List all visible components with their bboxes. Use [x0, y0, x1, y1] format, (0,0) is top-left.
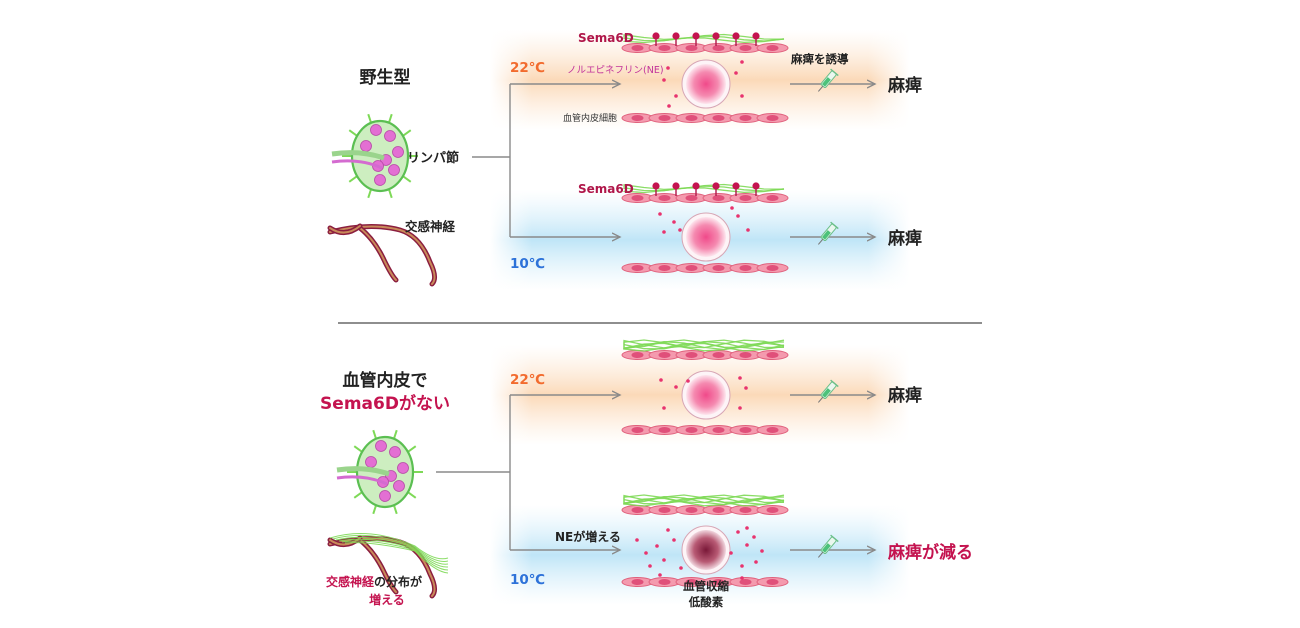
- induce-paralysis-label: 麻痺を誘導: [790, 52, 849, 66]
- sympathetic-nerve-bottom-illustration: [327, 533, 449, 599]
- vasoconstriction-label: 血管収縮: [683, 579, 729, 593]
- ne-increase-label: NEが増える: [555, 529, 621, 544]
- wildtype-label: 野生型: [360, 67, 411, 88]
- temp-cold-bottom: 10℃: [510, 572, 545, 588]
- outcome-bottom-cold: 麻痺が減る: [887, 542, 973, 563]
- lymph-node-label: リンパ節: [407, 150, 459, 166]
- outcome-arrows: [790, 84, 875, 550]
- branch-arrows-top: [472, 84, 620, 237]
- sympathetic-nerve-label: 交感神経: [405, 219, 456, 234]
- outcome-bottom-warm: 麻痺: [887, 385, 922, 406]
- temp-cold-top: 10℃: [510, 256, 545, 272]
- sympathetic-nerve-top-illustration: [327, 223, 438, 287]
- hypoxia-label: 低酸素: [688, 595, 724, 609]
- nerve-distribution-label: 交感神経の分布が: [326, 574, 422, 589]
- temp-warm-top: 22℃: [510, 60, 545, 76]
- nerve-increase-label: 増える: [369, 592, 405, 607]
- nerve-distribution-part2: の分布が: [374, 574, 422, 589]
- branch-arrows-bottom: [436, 395, 620, 550]
- sema6d-label-top-cold: Sema6D: [578, 182, 634, 196]
- temp-warm-bottom: 22℃: [510, 372, 545, 388]
- lymph-node-top-illustration: [331, 113, 418, 199]
- outcome-top-warm: 麻痺: [887, 75, 922, 96]
- lymph-node-bottom-illustration: [336, 429, 423, 515]
- knockout-label-line2: Sema6Dがない: [320, 393, 450, 414]
- endothelial-cell-label: 血管内皮細胞: [563, 112, 617, 124]
- knockout-label-line1: 血管内皮で: [343, 370, 428, 391]
- ne-label: ノルエピネフリン(NE): [567, 65, 664, 76]
- nerve-distribution-part1: 交感神経: [326, 574, 375, 589]
- outcome-top-cold: 麻痺: [887, 228, 922, 249]
- sema6d-label-top-warm: Sema6D: [578, 31, 634, 45]
